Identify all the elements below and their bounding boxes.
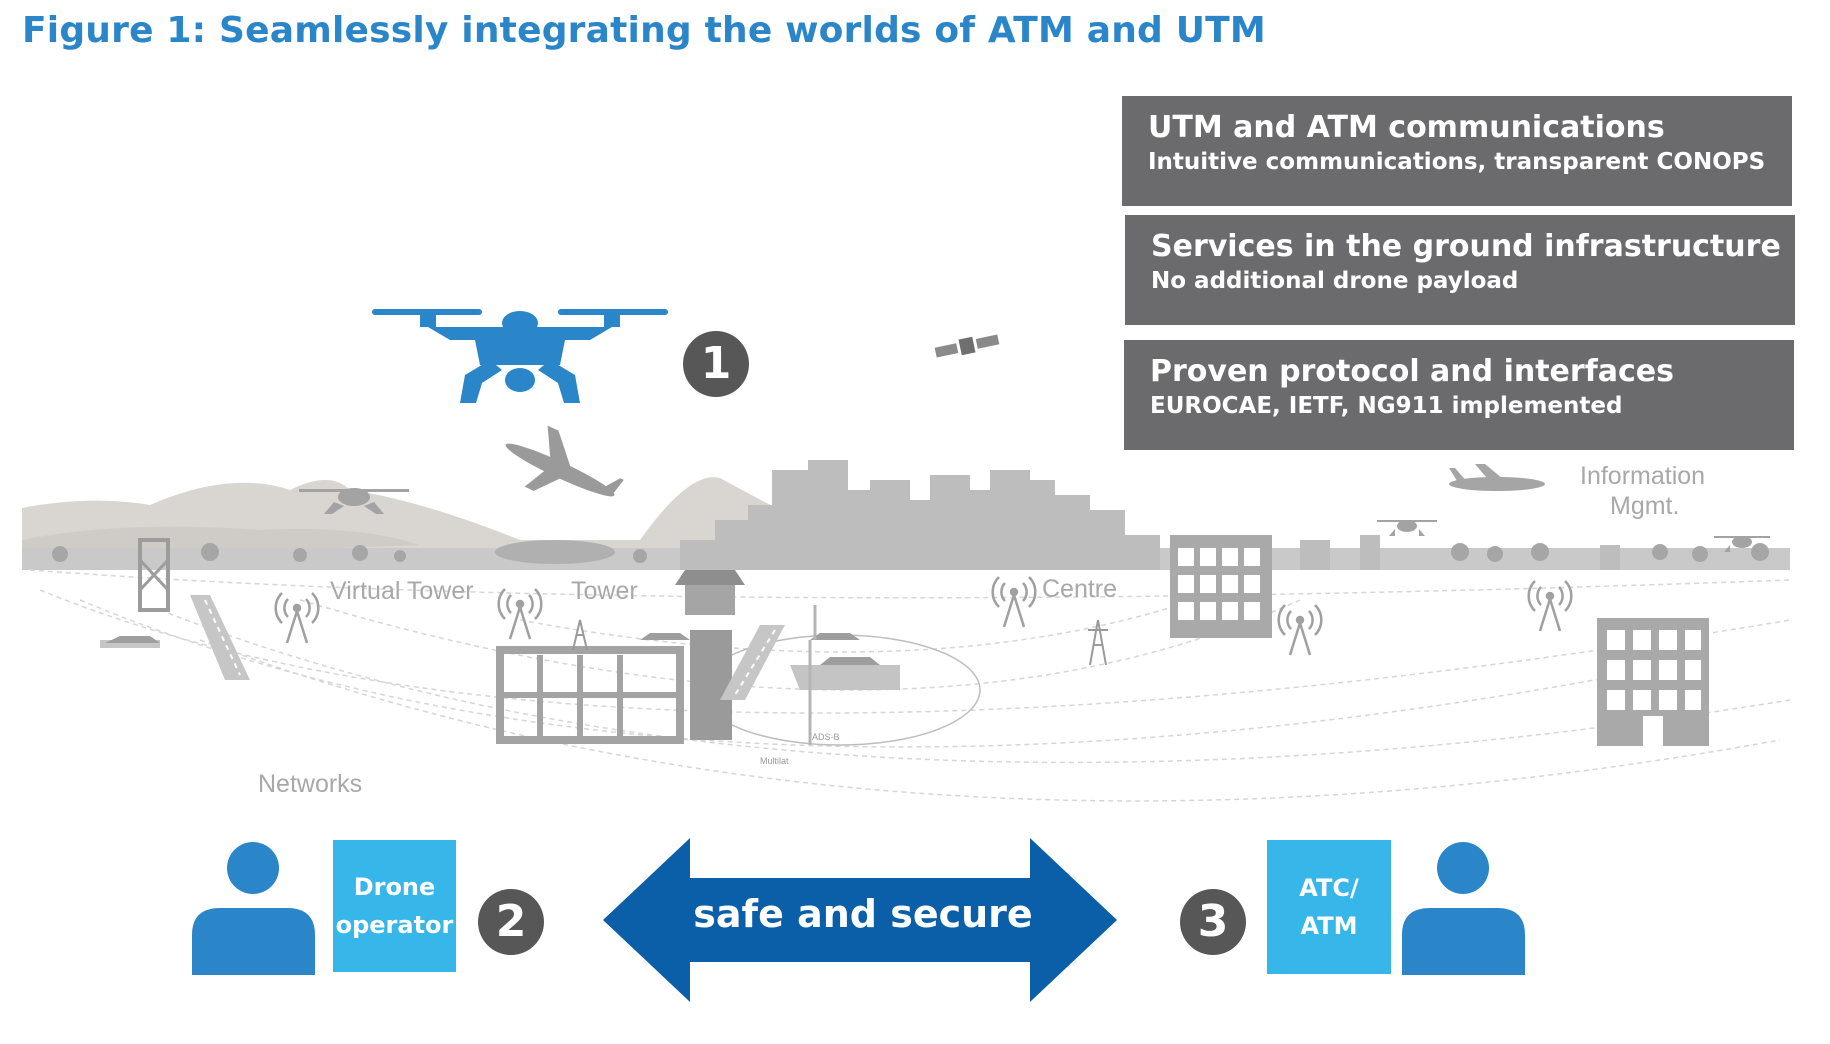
info-box-ground-services: Services in the ground infrastructure No… [1125,215,1795,325]
tower-label: Tower [571,577,638,605]
blue-drone-icon [372,309,668,403]
grey-drone-right-1 [1377,520,1437,536]
atc-line2: ATM [1300,912,1358,940]
info-box-communications: UTM and ATM communications Intuitive com… [1122,96,1792,206]
atc-atm-box: ATC/ ATM [1267,840,1391,974]
tower-airport [496,570,900,745]
info-box-sub: EUROCAE, IETF, NG911 implemented [1150,393,1623,419]
atc-line1: ATC/ [1299,874,1359,902]
information-management-building [1597,618,1709,746]
networks-label: Networks [258,770,363,798]
badge-3: 3 [1180,889,1246,955]
pylon-icons [572,619,1108,666]
drone-operator-line1: Drone [353,873,436,901]
info-box-heading: Services in the ground infrastructure [1151,229,1781,264]
grey-drone-right-2 [1714,536,1770,552]
figure-title: Figure 1: Seamlessly integrating the wor… [22,10,1266,51]
satellite-icon [934,334,1000,358]
info-box-heading: UTM and ATM communications [1148,110,1665,145]
virtual-tower-label: Virtual Tower [330,577,474,605]
atc-person-icon [1402,842,1525,975]
stadium [495,540,615,564]
grey-plane-center [505,425,624,497]
multilat-label: Multilat [760,756,789,766]
grey-drone-left [299,488,409,514]
network-lines [29,569,1791,802]
centre-building [1170,535,1272,638]
city-skyline [680,460,1620,570]
badge-1: 1 [683,331,749,397]
tree-row [52,543,1769,563]
adsb-label: ADS-B [812,732,840,742]
arrow-label: safe and secure [693,892,1033,936]
grey-plane-right [1449,464,1545,491]
centre-label: Centre [1042,575,1118,603]
drone-operator-person-icon [192,842,315,975]
badge-2: 2 [478,889,544,955]
antenna-icons [274,576,1573,656]
mgmt-label: Mgmt. [1610,492,1680,520]
info-box-sub: Intuitive communications, transparent CO… [1148,149,1766,175]
info-box-heading: Proven protocol and interfaces [1150,354,1674,389]
drone-operator-line2: operator [335,911,454,939]
virtual-tower-airport [100,538,250,680]
info-box-protocols: Proven protocol and interfaces EUROCAE, … [1124,340,1794,450]
safe-and-secure-arrow [603,838,1117,1002]
information-label: Information [1580,462,1706,490]
info-box-sub: No additional drone payload [1151,268,1519,294]
drone-operator-box: Drone operator [333,840,456,972]
